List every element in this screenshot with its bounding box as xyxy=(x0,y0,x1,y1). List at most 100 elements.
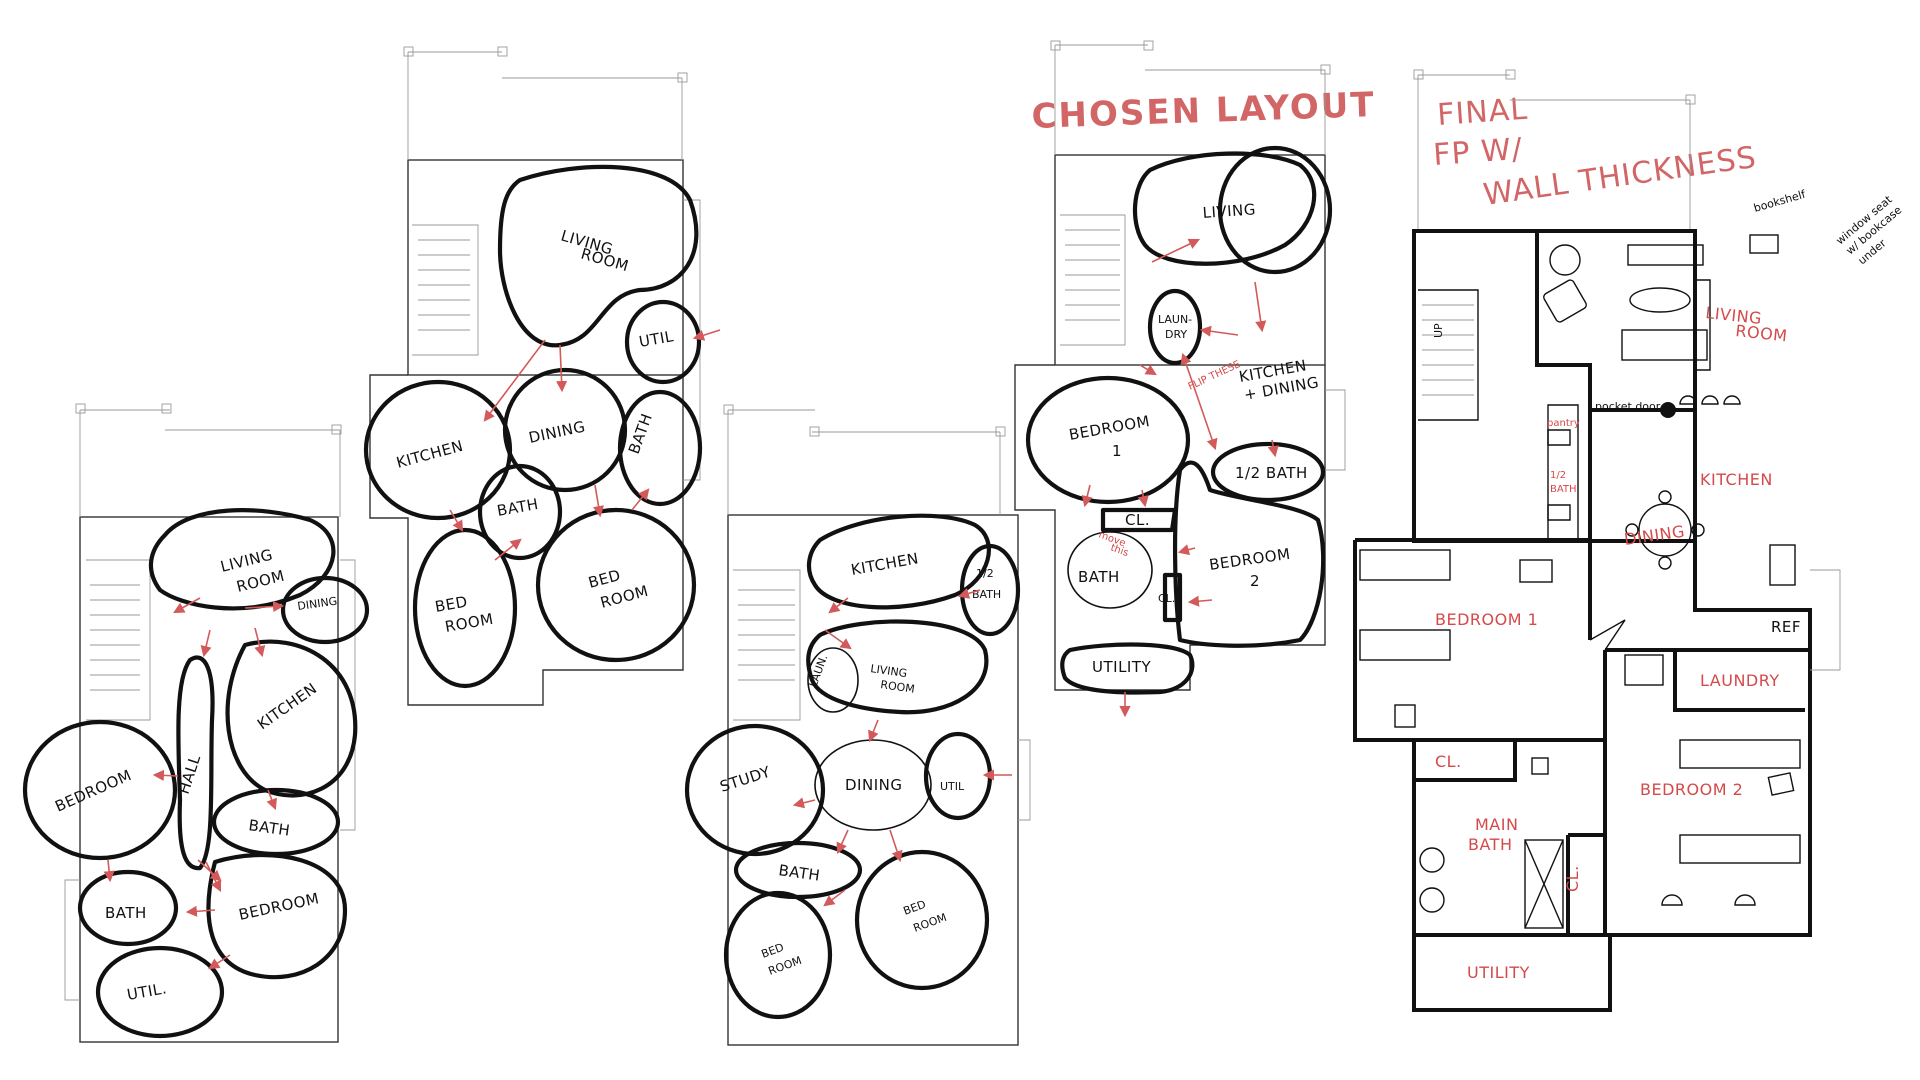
bed1-mid xyxy=(1359,629,1451,661)
label-utility: UTILITY xyxy=(1092,658,1152,676)
plan-4: CHOSEN LAYOUT LIVING LAUN- xyxy=(1014,40,1376,718)
coffee-table xyxy=(1629,287,1691,313)
plan-4-arrows xyxy=(1081,238,1279,718)
label-living-room: ROOM xyxy=(1735,321,1789,345)
heading-final-1: FINAL xyxy=(1436,92,1529,133)
label-bath-low: BATH xyxy=(105,904,147,922)
plan-2: LIVING ROOM UTIL KITCHEN DINING BATH BAT… xyxy=(363,46,721,706)
label-bath-half: BATH xyxy=(972,588,1001,601)
label-dining: DINING xyxy=(297,595,338,613)
label-bath: BATH xyxy=(1468,835,1512,854)
label-bath: BATH xyxy=(777,861,821,885)
label-bed1-b: ROOM xyxy=(444,610,495,636)
label-dining: DINING xyxy=(1623,522,1686,549)
label-bath-mid: BATH xyxy=(247,816,291,840)
plan-3-labels: KITCHEN 1/2 BATH LAUN. LIVING ROOM STUDY… xyxy=(718,549,1002,978)
label-up: UP xyxy=(1432,323,1445,338)
heading-final-2: FP W/ xyxy=(1432,132,1524,173)
bed2-mid xyxy=(1679,834,1801,864)
label-kitchen: KITCHEN xyxy=(1700,470,1773,489)
label-cl2: CL. xyxy=(1158,592,1175,605)
label-half-2: BATH xyxy=(1550,484,1577,495)
bed1-top xyxy=(1359,549,1451,581)
armchair xyxy=(1543,279,1587,323)
plan-2-arrows xyxy=(449,329,721,561)
plan-2-bubbles xyxy=(363,164,703,689)
label-room: ROOM xyxy=(880,678,916,696)
label-bedroom2-b: 2 xyxy=(1250,572,1260,590)
sofa xyxy=(1621,329,1708,361)
label-bath-mid: BATH xyxy=(496,495,540,520)
label-util: UTIL xyxy=(940,780,965,793)
plan-5-base-walls xyxy=(1353,69,1841,1012)
label-bed1-a: BED xyxy=(434,593,469,616)
plant-circle xyxy=(1549,244,1581,276)
label-bedroom1: BEDROOM 1 xyxy=(1435,610,1538,629)
label-half-1: 1/2 xyxy=(1550,470,1566,481)
label-main: MAIN xyxy=(1475,815,1518,834)
label-bed2-b: ROOM xyxy=(912,911,949,935)
label-kitchen: KITCHEN xyxy=(254,679,320,733)
bookshelf-fixture xyxy=(1627,244,1704,266)
label-laundry: LAUNDRY xyxy=(1700,671,1780,690)
label-bed1-a: BED xyxy=(760,941,786,961)
label-bath-right: BATH xyxy=(625,411,656,456)
plan-3: KITCHEN 1/2 BATH LAUN. LIVING ROOM STUDY… xyxy=(684,404,1031,1046)
plan-5-furniture xyxy=(1359,234,1801,929)
label-kitchen: KITCHEN xyxy=(850,549,921,579)
plan-4-bubbles xyxy=(1025,145,1333,695)
plan-3-bubbles xyxy=(684,513,1021,1020)
sink xyxy=(1419,887,1445,913)
plan-2-labels: LIVING ROOM UTIL KITCHEN DINING BATH BAT… xyxy=(394,227,675,636)
label-study: STUDY xyxy=(718,762,773,795)
label-bedroom2: BEDROOM 2 xyxy=(1640,780,1743,799)
label-half-bath: 1/2 BATH xyxy=(1235,464,1308,482)
label-cl-left: CL. xyxy=(1435,752,1462,771)
label-bed2-a: BED xyxy=(902,898,928,918)
label-util: UTIL xyxy=(638,327,676,351)
label-pocket-door: pocket door xyxy=(1595,400,1661,413)
plan-1: LIVING ROOM DINING KITCHEN BEDROOM HALL … xyxy=(22,403,370,1043)
side-table xyxy=(1519,559,1553,583)
plan-3-base-walls xyxy=(723,404,1031,1046)
label-living: LIVING xyxy=(870,662,908,680)
label-pantry: pantry xyxy=(1547,418,1580,429)
window-seat xyxy=(1749,234,1779,254)
label-half: 1/2 xyxy=(976,567,994,580)
label-bedroom2-a: BEDROOM xyxy=(1208,545,1292,574)
plan-1-base-walls xyxy=(64,403,356,1043)
label-ref: REF xyxy=(1771,618,1801,636)
bar-stools xyxy=(1679,395,1741,405)
nightstand xyxy=(1394,704,1416,728)
label-living: LIVING xyxy=(1202,200,1256,222)
label-bed2-a: BED xyxy=(586,566,622,592)
heading-chosen-layout: CHOSEN LAYOUT xyxy=(1031,85,1376,137)
plan-1-arrows xyxy=(103,597,285,970)
label-kitchen: KITCHEN xyxy=(394,437,465,472)
shower xyxy=(1524,839,1564,929)
label-bath: BATH xyxy=(1078,568,1120,586)
pendant-dot xyxy=(1660,402,1676,418)
bed2-top xyxy=(1679,739,1801,769)
stove xyxy=(1769,544,1796,586)
label-laun1: LAUN- xyxy=(1158,313,1192,326)
plan-5-labels: bookshelf window seat w/ bookcase under … xyxy=(1432,187,1904,982)
label-dining: DINING xyxy=(845,776,902,794)
label-bedroom1-a: BEDROOM xyxy=(1068,412,1152,444)
label-bedroom1-b: 1 xyxy=(1112,442,1122,460)
plan-5: FINAL FP W/ WALL THICKNESS xyxy=(1353,69,1904,1012)
label-cl1: CL. xyxy=(1125,511,1150,529)
label-laun2: DRY xyxy=(1165,328,1187,341)
laundry-fixture xyxy=(1624,654,1664,686)
plan-3-arrows xyxy=(792,588,1012,907)
note-bookshelf: bookshelf xyxy=(1752,187,1808,214)
bed2-nightstands xyxy=(1661,894,1756,906)
label-dining: DINING xyxy=(527,417,587,447)
label-bedroom-right: BEDROOM xyxy=(237,889,321,924)
toilet xyxy=(1419,847,1445,873)
dining-table xyxy=(1638,503,1692,557)
label-utility: UTILITY xyxy=(1467,963,1530,982)
label-util: UTIL. xyxy=(126,979,169,1004)
